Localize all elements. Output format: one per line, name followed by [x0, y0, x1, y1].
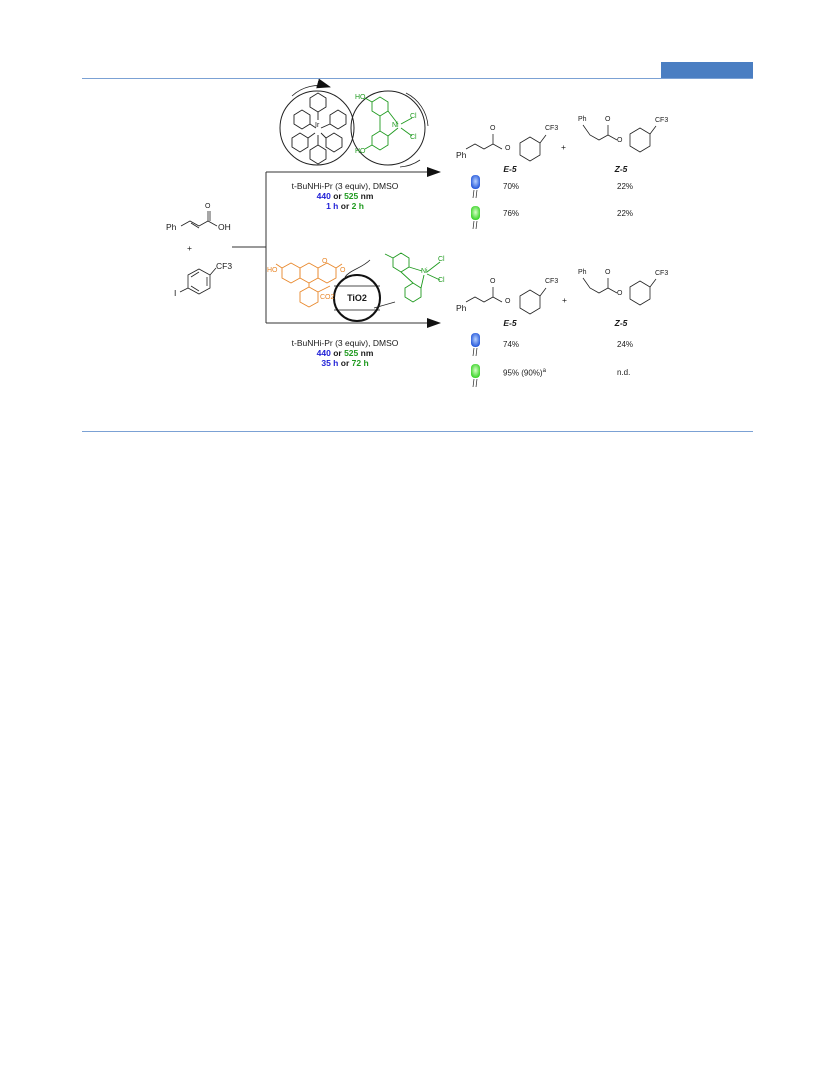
footnote-marker: a: [542, 368, 546, 374]
led-green-icon-top: [471, 206, 480, 230]
top-products-plus: +: [561, 142, 566, 152]
bottom-conditions-wavelength: 440 or 525 nm: [316, 348, 374, 358]
bottom-e-cf3: CF3: [545, 278, 559, 285]
bottom-blue-z-yield: 24%: [617, 340, 634, 349]
acid-oh-label: OH: [218, 222, 231, 232]
top-green-e-yield: 76%: [503, 209, 520, 218]
dye-ho-label: HO: [267, 267, 278, 274]
bottom-z-o2: O: [617, 290, 623, 297]
top-e-o2: O: [505, 145, 511, 152]
top-green-z-yield: 22%: [617, 209, 634, 218]
top-z-label: Z-5: [614, 164, 628, 174]
top-z-o1: O: [605, 116, 611, 123]
dye-o-label-1: O: [322, 258, 328, 265]
bottom-e-ph: Ph: [456, 303, 467, 313]
top-z-cf3: CF3: [655, 117, 669, 124]
ir-label: Ir: [315, 122, 320, 129]
bottom-conditions-time: 35 h or 72 h: [321, 358, 369, 368]
dye-co2-label: CO2: [320, 294, 335, 301]
cl-label-bottom-2: Cl: [438, 277, 445, 284]
dual-catalyst-top: [279, 78, 429, 168]
acid-ph-label: Ph: [166, 222, 177, 232]
top-conditions-time: 1 h or 2 h: [326, 201, 364, 211]
reactant-plus: +: [187, 243, 192, 253]
led-blue-icon-top: [471, 175, 480, 199]
ho-label-top-1: HO: [355, 94, 366, 101]
cl-label-top-2: Cl: [410, 134, 417, 141]
cinnamic-acid: [180, 211, 218, 229]
product-structures: [465, 124, 657, 315]
top-e-cf3: CF3: [545, 125, 559, 132]
iodide-i-label: I: [174, 288, 177, 298]
bottom-z-cf3: CF3: [655, 270, 669, 277]
bottom-blue-e-yield: 74%: [503, 340, 520, 349]
top-blue-e-yield: 70%: [503, 182, 520, 191]
bottom-e-o1: O: [490, 278, 496, 285]
bottom-green-z-yield: n.d.: [617, 368, 631, 377]
top-conditions-wavelength: 440 or 525 nm: [316, 191, 374, 201]
acid-o-label: O: [205, 203, 211, 210]
bottom-z-ph: Ph: [578, 269, 587, 276]
dye-o-label-2: O: [340, 267, 346, 274]
top-e-ph: Ph: [456, 150, 467, 160]
cl-label-top-1: Cl: [410, 113, 417, 120]
top-e-label: E-5: [503, 164, 517, 174]
bottom-divider: [82, 431, 753, 432]
ni-label-bottom: Ni: [421, 268, 428, 275]
header-bar: [661, 62, 753, 78]
bottom-e-label: E-5: [503, 318, 517, 328]
top-z-ph: Ph: [578, 116, 587, 123]
tio2-label: TiO2: [347, 293, 367, 303]
aryl-iodide: [179, 267, 217, 295]
iodide-cf3-label: CF3: [216, 261, 233, 271]
branch-lines: [232, 167, 441, 328]
top-e-o1: O: [490, 125, 496, 132]
dye-tio2-catalyst: [275, 252, 441, 322]
bottom-z-label: Z-5: [614, 318, 628, 328]
bottom-e-o2: O: [505, 298, 511, 305]
top-divider: [82, 78, 753, 79]
top-conditions-reagent: t-BuNHi-Pr (3 equiv), DMSO: [291, 181, 399, 191]
top-z-o2: O: [617, 137, 623, 144]
ni-label-top: Ni: [392, 122, 399, 129]
bottom-green-e-yield: 95% (90%)a: [503, 368, 546, 378]
cl-label-bottom-1: Cl: [438, 256, 445, 263]
bottom-products-plus: +: [562, 295, 567, 305]
led-blue-icon-bottom: [471, 333, 480, 357]
top-blue-z-yield: 22%: [617, 182, 634, 191]
ho-label-top-2: HO: [355, 148, 366, 155]
bottom-z-o1: O: [605, 269, 611, 276]
led-green-icon-bottom: [471, 364, 480, 388]
bottom-conditions-reagent: t-BuNHi-Pr (3 equiv), DMSO: [291, 338, 399, 348]
